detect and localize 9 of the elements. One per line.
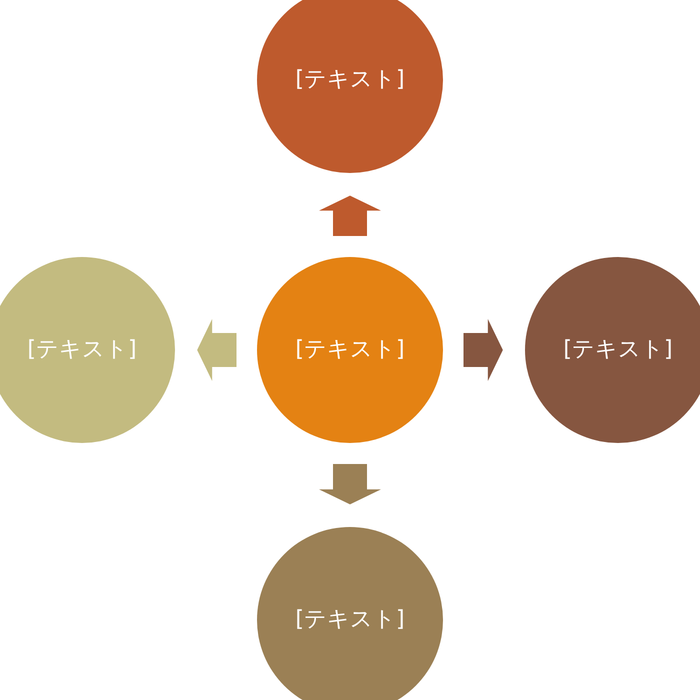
- node-label: [テキスト]: [295, 336, 405, 364]
- block-arrow: [464, 319, 503, 381]
- node-label: [テキスト]: [295, 66, 405, 94]
- block-arrow: [319, 464, 381, 504]
- node-label: [テキスト]: [295, 606, 405, 634]
- block-arrow: [197, 319, 236, 381]
- block-arrow: [319, 196, 381, 236]
- node-label: [テキスト]: [563, 336, 673, 364]
- node-label: [テキスト]: [27, 336, 137, 364]
